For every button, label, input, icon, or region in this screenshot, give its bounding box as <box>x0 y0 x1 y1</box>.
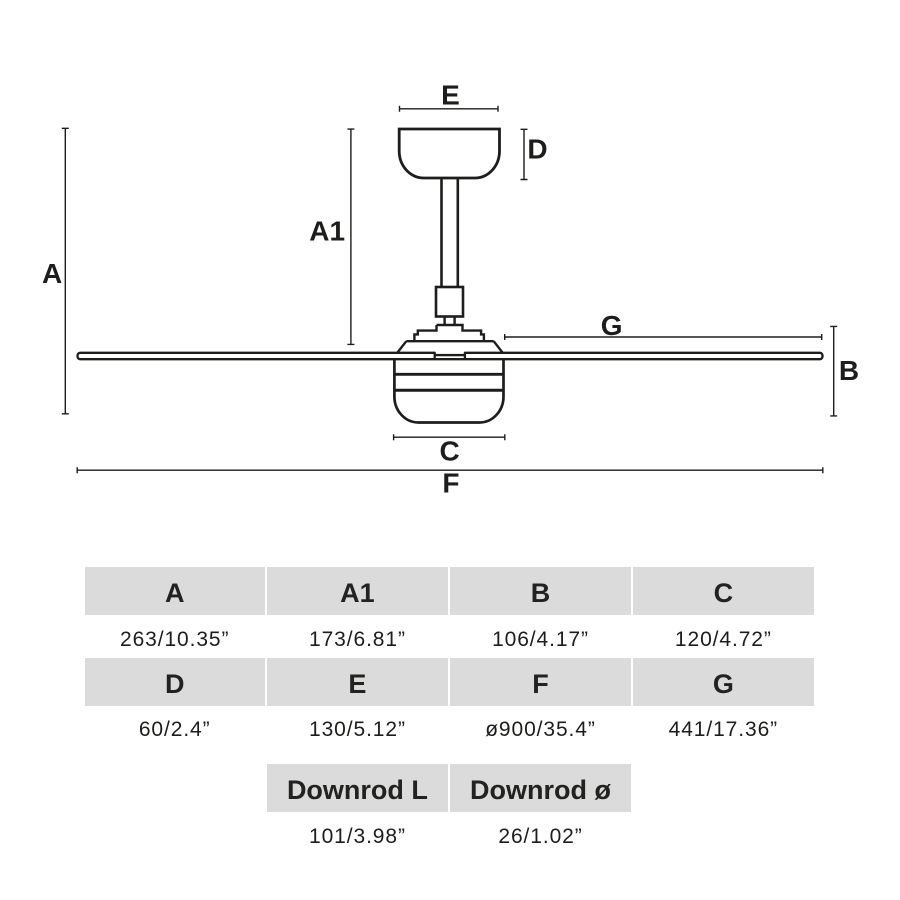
svg-text:G: G <box>601 310 623 341</box>
svg-text:E: E <box>441 80 460 111</box>
svg-text:F: F <box>442 468 459 499</box>
svg-text:A: A <box>42 258 62 289</box>
svg-text:A1: A1 <box>309 215 345 246</box>
svg-text:B: B <box>839 355 859 386</box>
svg-text:D: D <box>527 134 547 165</box>
svg-text:C: C <box>439 436 459 467</box>
